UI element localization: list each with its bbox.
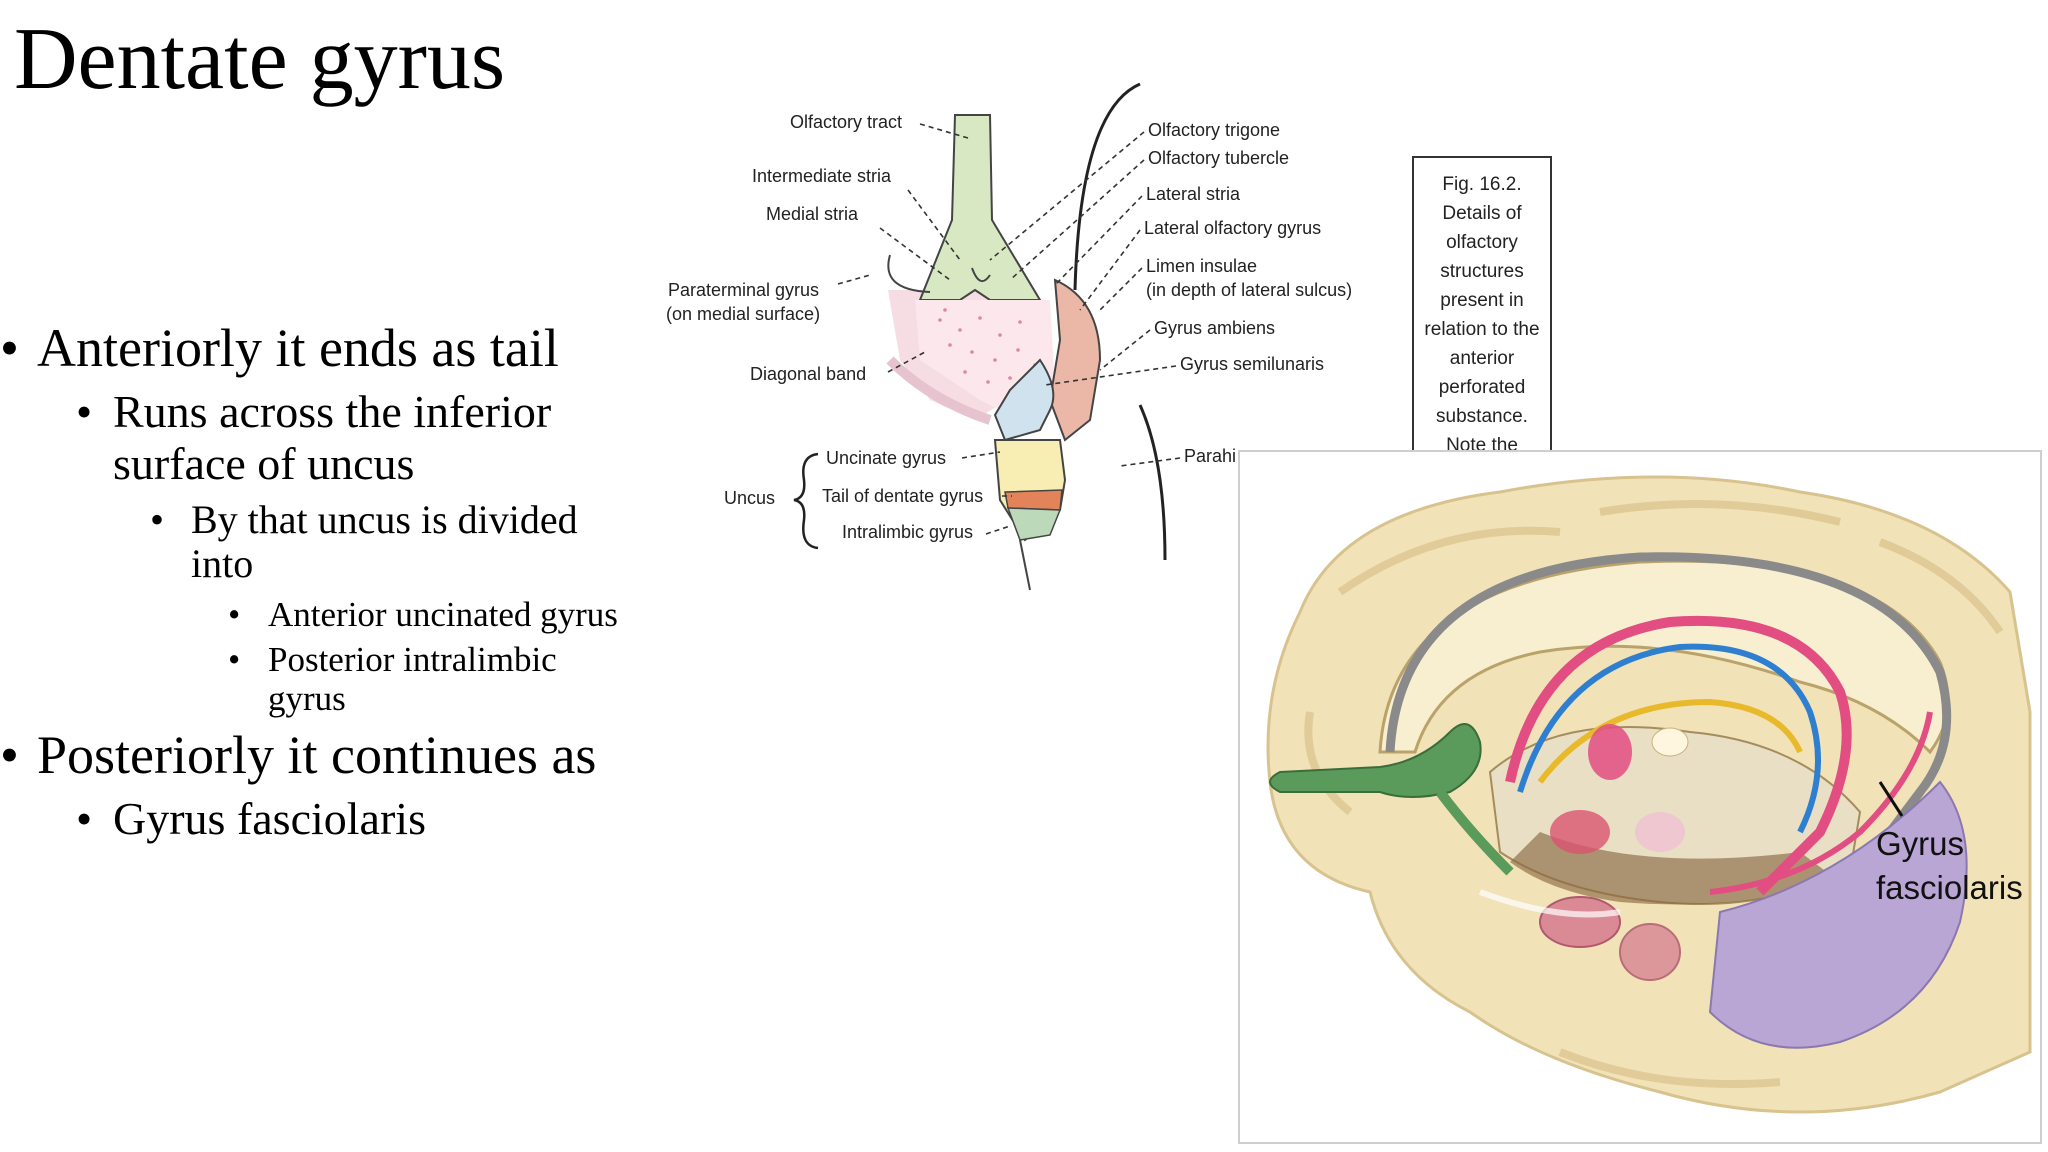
bullet-dot: • xyxy=(76,793,93,845)
label-lateral-stria: Lateral stria xyxy=(1146,184,1241,204)
label-lateral-olfactory-gyrus: Lateral olfactory gyrus xyxy=(1144,218,1321,238)
label-olfactory-tract: Olfactory tract xyxy=(790,112,902,132)
label-gyrus-ambiens: Gyrus ambiens xyxy=(1154,318,1275,338)
leader-lines xyxy=(837,123,1181,535)
bullet-dot: • xyxy=(228,640,241,680)
slide-title: Dentate gyrus xyxy=(14,11,506,108)
bullet-runs-across: •Runs across the inferior surface of unc… xyxy=(76,386,552,489)
bullet-posteriorly: •Posteriorly it continues as xyxy=(0,724,597,785)
label-parahippocampal-partial: Parahi xyxy=(1184,446,1236,466)
bullet-list: •Anteriorly it ends as tail •Runs across… xyxy=(0,318,640,853)
brain-illustration xyxy=(1238,450,2042,1144)
bullet-dot: • xyxy=(0,318,19,378)
label-olfactory-trigone: Olfactory trigone xyxy=(1148,120,1280,140)
bullet-dot: • xyxy=(76,386,93,438)
uncus-brace xyxy=(793,452,819,550)
figure-caption: Fig. 16.2. Details of olfactory structur… xyxy=(1424,174,1540,456)
bullet-posterior-intralimbic: •Posterior intralimbic gyrus xyxy=(228,640,557,719)
label-intralimbic-gyrus: Intralimbic gyrus xyxy=(842,522,973,542)
label-diagonal-band: Diagonal band xyxy=(750,364,866,384)
label-olfactory-tubercle: Olfactory tubercle xyxy=(1148,148,1289,168)
label-gyrus-semilunaris: Gyrus semilunaris xyxy=(1180,354,1324,374)
label-paraterminal-gyrus: Paraterminal gyrus xyxy=(668,280,819,300)
label-gyrus-fasciolaris: Gyrus fasciolaris xyxy=(1876,825,2023,906)
figure-caption-box: Fig. 16.2. Details of olfactory structur… xyxy=(1412,156,1552,460)
bullet-anteriorly: •Anteriorly it ends as tail xyxy=(0,318,559,378)
label-medial-stria: Medial stria xyxy=(766,204,859,224)
bullet-dot: • xyxy=(228,595,241,635)
bullet-uncus-divided: •By that uncus is divided into xyxy=(150,496,578,587)
label-tail-dentate: Tail of dentate gyrus xyxy=(822,486,983,506)
label-uncinate-gyrus: Uncinate gyrus xyxy=(826,448,946,468)
bullet-anterior-uncinated: •Anterior uncinated gyrus xyxy=(228,595,618,635)
brain-drawing xyxy=(1266,475,2032,1114)
label-limen-sub: (in depth of lateral sulcus) xyxy=(1146,280,1352,300)
bullet-gyrus-fasciolaris: •Gyrus fasciolaris xyxy=(76,793,426,845)
label-paraterminal-sub: (on medial surface) xyxy=(666,304,820,324)
olfactory-diagram: Olfactory tract Intermediate stria Media… xyxy=(666,82,1352,591)
bullet-dot: • xyxy=(0,724,19,785)
label-intermediate-stria: Intermediate stria xyxy=(752,166,892,186)
label-limen-insulae: Limen insulae xyxy=(1146,256,1257,276)
bullet-dot: • xyxy=(150,496,165,542)
label-uncus: Uncus xyxy=(724,488,775,508)
